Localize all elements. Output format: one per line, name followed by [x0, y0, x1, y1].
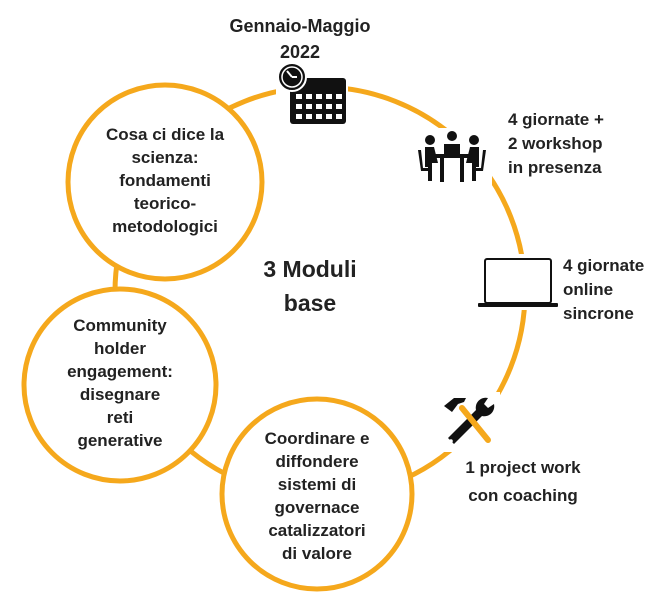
- module-circle-2: [21, 286, 219, 484]
- line: metodologici: [112, 217, 218, 236]
- laptop-icon: [476, 254, 560, 310]
- feature-online: 4 giornate online sincrone: [563, 254, 644, 326]
- line: engagement:: [67, 362, 173, 381]
- period-line-2: 2022: [279, 42, 321, 62]
- line: in presenza: [508, 158, 602, 177]
- line: Coordinare e: [264, 429, 370, 448]
- line: reti: [106, 408, 134, 427]
- period-line-1: Gennaio-Maggio: [229, 16, 371, 36]
- line: sincrone: [563, 304, 634, 323]
- center-title-line-2: base: [283, 290, 337, 316]
- line: holder: [94, 339, 146, 358]
- line: sistemi di: [277, 475, 357, 494]
- line: Cosa ci dice la: [105, 125, 225, 144]
- line: con coaching: [468, 486, 578, 505]
- calendar-clock-icon: [276, 62, 348, 128]
- line: teorico-: [133, 194, 197, 213]
- meeting-icon: [412, 128, 492, 188]
- module-circle-3: [219, 396, 415, 592]
- line: disegnare: [79, 385, 161, 404]
- center-title: 3 Moduli base: [235, 252, 385, 320]
- feature-project-work: 1 project work con coaching: [448, 454, 598, 510]
- line: 2 workshop: [508, 134, 603, 153]
- module-1-text: Cosa ci dice la scienza: fondamenti teor…: [80, 123, 250, 238]
- period-label: Gennaio-Maggio 2022: [220, 13, 380, 65]
- line: Community: [73, 316, 167, 335]
- feature-in-person: 4 giornate + 2 workshop in presenza: [508, 108, 604, 180]
- tools-icon: [440, 392, 500, 452]
- line: generative: [77, 431, 163, 450]
- module-3-text: Coordinare e diffondere sistemi di gover…: [232, 427, 402, 565]
- line: di valore: [282, 544, 352, 563]
- line: online: [563, 280, 614, 299]
- center-title-line-1: 3 Moduli: [263, 256, 357, 282]
- line: fondamenti: [119, 171, 211, 190]
- line: 1 project work: [465, 458, 581, 477]
- line: 4 giornate: [563, 256, 645, 275]
- line: 4 giornate +: [508, 110, 604, 129]
- line: diffondere: [275, 452, 359, 471]
- module-circle-1: [65, 82, 265, 282]
- module-2-text: Community holder engagement: disegnare r…: [35, 314, 205, 452]
- line: governace: [274, 498, 360, 517]
- line: scienza:: [131, 148, 199, 167]
- line: catalizzatori: [268, 521, 366, 540]
